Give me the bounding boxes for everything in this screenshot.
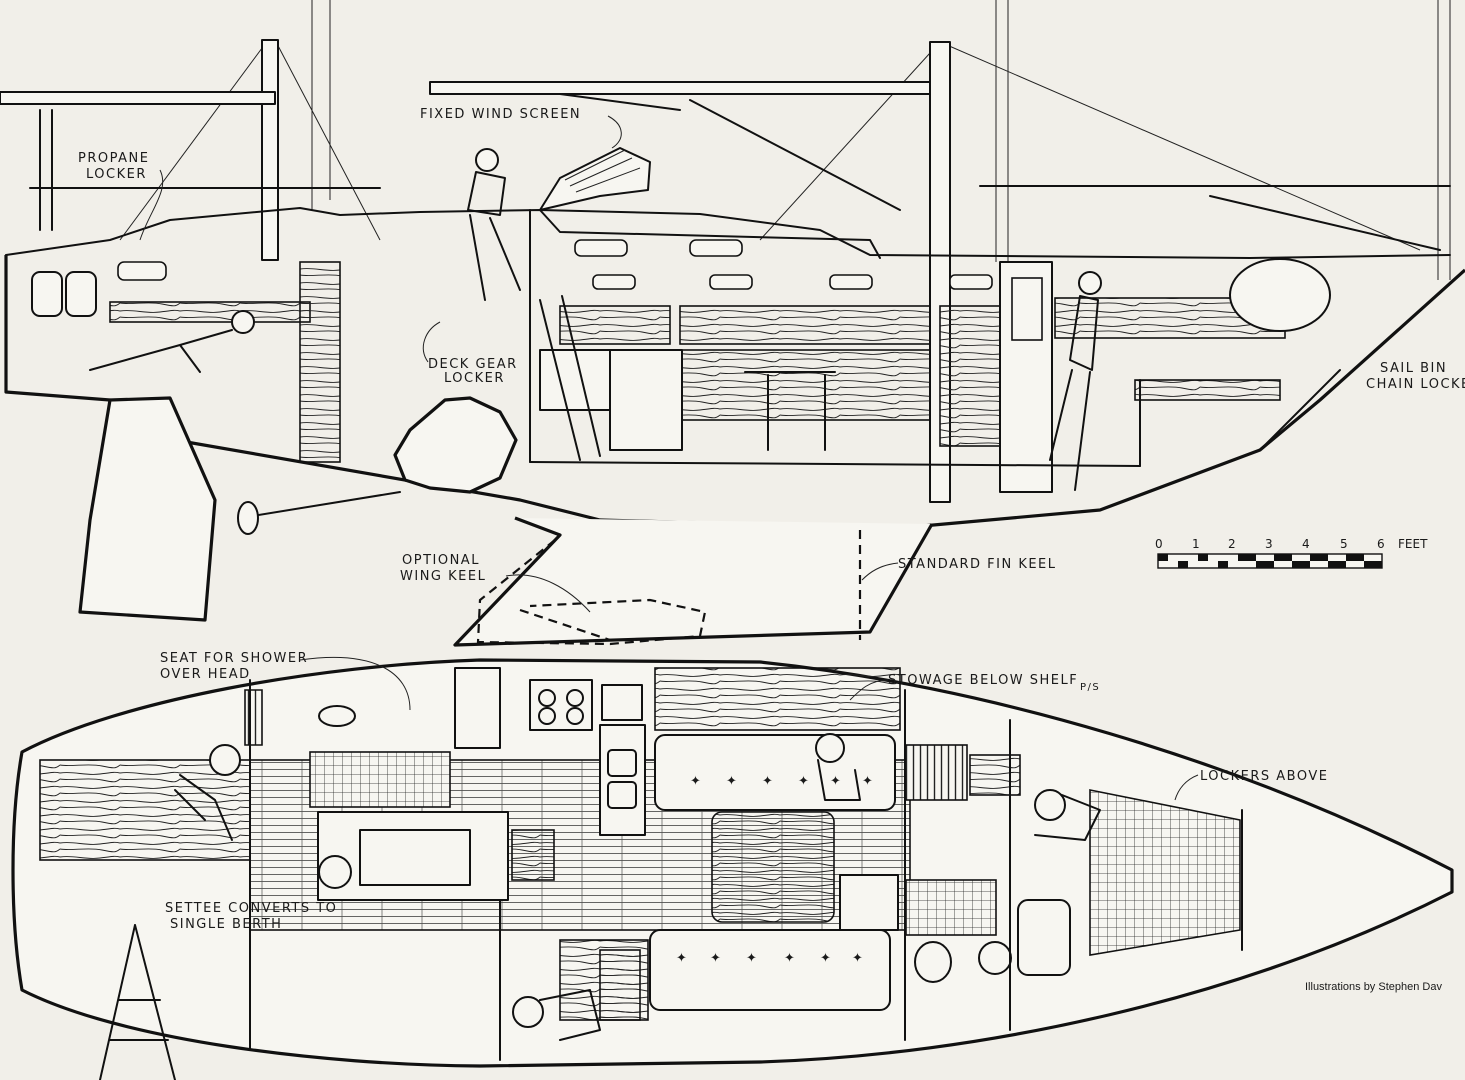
figure-seated-saloon <box>815 733 861 801</box>
label-optional-1: OPTIONAL <box>402 553 480 568</box>
label-settee-converts-1: SETTEE CONVERTS TO <box>165 901 337 916</box>
interior-joinery <box>109 209 1286 493</box>
svg-text:✦: ✦ <box>798 774 810 789</box>
label-seat-for-shower-2: OVER HEAD <box>160 667 251 682</box>
illustration-credit: Illustrations by Stephen Dav <box>1305 981 1442 993</box>
forward-head <box>839 744 1071 983</box>
figure-sleeping-aft <box>174 744 241 841</box>
scale-bar: 0 1 2 3 4 5 6 FEET <box>1155 537 1428 569</box>
annotations: PROPANE LOCKER FIXED WIND SCREEN DECK GE… <box>78 107 1465 932</box>
scale-tick-2: 2 <box>1228 537 1236 551</box>
svg-text:✦: ✦ <box>862 774 874 789</box>
label-chain-locker: CHAIN LOCKE <box>1366 377 1465 392</box>
label-deck-gear-locker-2: LOCKER <box>444 371 505 386</box>
label-stowage-ps: P/S <box>1080 682 1100 693</box>
fin-keel <box>453 516 934 647</box>
svg-text:✦: ✦ <box>820 951 832 966</box>
v-berth <box>1089 789 1241 956</box>
label-fixed-wind-screen: FIXED WIND SCREEN <box>420 107 581 122</box>
svg-text:✦: ✦ <box>852 951 864 966</box>
label-propane-locker-1: PROPANE <box>78 151 149 166</box>
scale-ticks: 0 1 2 3 4 5 6 FEET <box>1155 537 1428 551</box>
svg-text:✦: ✦ <box>710 951 722 966</box>
figure-reclining-aft <box>89 310 255 373</box>
mizzen-mast <box>0 39 279 261</box>
svg-text:✦: ✦ <box>746 951 758 966</box>
svg-text:✦: ✦ <box>726 774 738 789</box>
engine <box>393 396 518 494</box>
galley <box>454 667 646 836</box>
rudder <box>78 396 217 622</box>
wind-screen <box>539 147 651 211</box>
svg-text:✦: ✦ <box>676 951 688 966</box>
figure-standing-forward <box>1049 271 1102 491</box>
scale-tick-6: 6 <box>1377 537 1385 551</box>
label-sail-bin: SAIL BIN <box>1380 361 1447 376</box>
label-stowage-below-shelf: STOWAGE BELOW SHELF <box>888 673 1078 688</box>
svg-text:✦: ✦ <box>690 774 702 789</box>
scale-tick-3: 3 <box>1265 537 1273 551</box>
figure-sitting-cockpit <box>467 148 521 301</box>
scale-unit: FEET <box>1398 537 1428 551</box>
cabin-ports <box>117 239 993 290</box>
cushion-stars: ✦ ✦ ✦ ✦ ✦ ✦ ✦ ✦ ✦ ✦ ✦ ✦ <box>676 774 874 966</box>
label-seat-for-shower-1: SEAT FOR SHOWER <box>160 651 308 666</box>
plan-view: ✦ ✦ ✦ ✦ ✦ ✦ ✦ ✦ ✦ ✦ ✦ ✦ <box>11 658 1454 1080</box>
wing-keel-outline <box>476 539 707 646</box>
figure-sleeping-forward <box>1034 789 1101 841</box>
svg-text:✦: ✦ <box>830 774 842 789</box>
scale-tick-5: 5 <box>1340 537 1348 551</box>
scale-tick-1: 1 <box>1192 537 1200 551</box>
label-propane-locker-2: LOCKER <box>86 167 147 182</box>
svg-text:✦: ✦ <box>784 951 796 966</box>
label-standard-fin-keel: STANDARD FIN KEEL <box>898 557 1057 572</box>
label-deck-gear-locker-1: DECK GEAR <box>428 357 518 372</box>
label-wing-keel: WING KEEL <box>400 569 486 584</box>
svg-text:✦: ✦ <box>762 774 774 789</box>
figure-seated-navstation <box>512 989 601 1041</box>
label-lockers-above: LOCKERS ABOVE <box>1200 769 1328 784</box>
label-settee-converts-2: SINGLE BERTH <box>170 917 282 932</box>
profile-view <box>0 0 1465 647</box>
scale-tick-4: 4 <box>1302 537 1310 551</box>
rigging <box>119 0 1451 280</box>
saloon: ✦ ✦ ✦ ✦ ✦ ✦ ✦ ✦ ✦ ✦ ✦ ✦ <box>511 667 901 1021</box>
scale-tick-0: 0 <box>1155 537 1163 551</box>
